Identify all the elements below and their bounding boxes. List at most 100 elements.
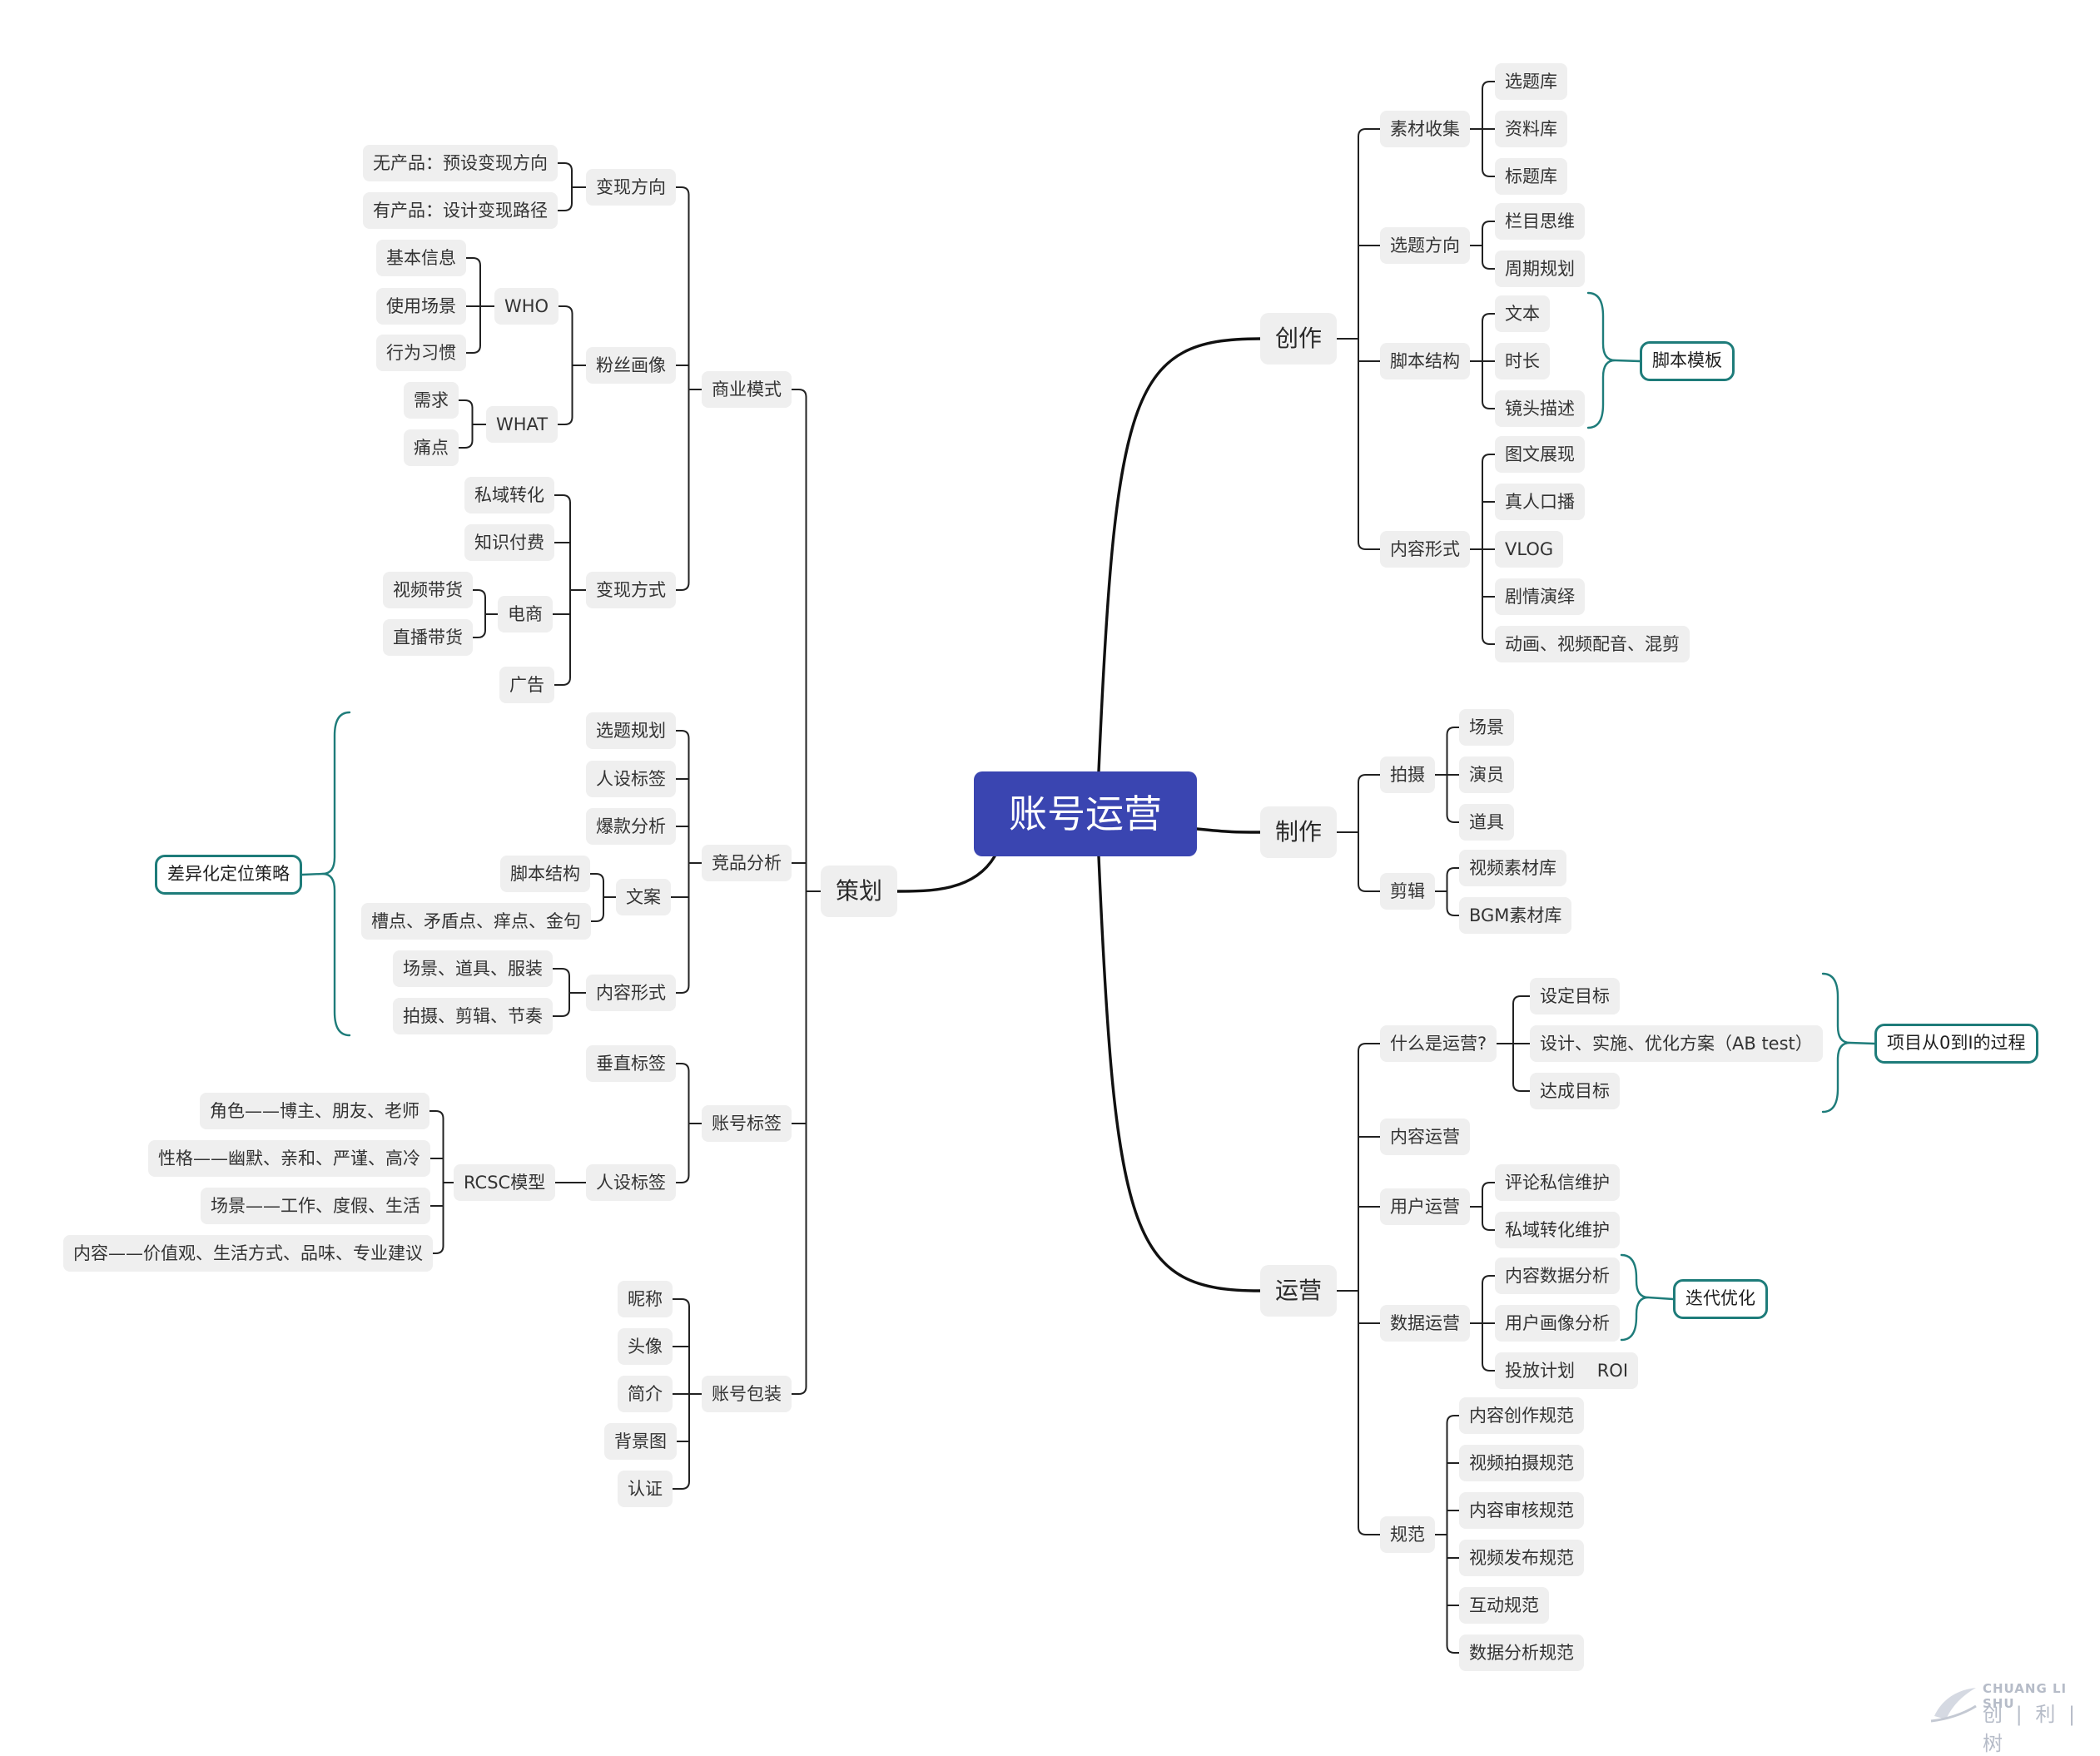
scene-props-node[interactable]: 场景、道具、服装 [393,950,553,987]
scene-item-node[interactable]: 场景 [1459,709,1514,746]
basic-info-node[interactable]: 基本信息 [376,240,466,276]
private-maint-node[interactable]: 私域转化维护 [1495,1212,1620,1248]
hit-analysis-node[interactable]: 爆款分析 [586,808,676,845]
ad-plan-node[interactable]: 投放计划 ROI [1495,1352,1639,1389]
content-data-node[interactable]: 内容数据分析 [1495,1257,1620,1294]
iteration-summary[interactable]: 迭代优化 [1673,1279,1768,1319]
norm-review-node[interactable]: 内容审核规范 [1459,1492,1584,1529]
user-ops-node[interactable]: 用户运营 [1380,1188,1470,1225]
actor-node[interactable]: 演员 [1459,756,1514,793]
account-package-node[interactable]: 账号包装 [702,1376,792,1412]
animation-node[interactable]: 动画、视频配音、混剪 [1495,626,1690,662]
topic-planning-node[interactable]: 选题规划 [586,712,676,749]
column-node[interactable]: 栏目思维 [1495,203,1585,240]
content-form-node[interactable]: 内容形式 [586,975,676,1011]
bio-node[interactable]: 简介 [618,1376,673,1412]
background-node[interactable]: 背景图 [604,1423,677,1460]
usage-scene-node[interactable]: 使用场景 [376,288,466,325]
content-ops-node[interactable]: 内容运营 [1380,1119,1470,1155]
title-lib-node[interactable]: 标题库 [1495,158,1567,195]
norm-shoot-node[interactable]: 视频拍摄规范 [1459,1445,1584,1481]
account-tags-node[interactable]: 账号标签 [702,1105,792,1142]
business-model-node[interactable]: 商业模式 [702,371,792,408]
what-is-ops-node[interactable]: 什么是运营? [1380,1025,1497,1062]
design-node[interactable]: 设计、实施、优化方案（AB test） [1530,1025,1823,1062]
pain-points-node[interactable]: 槽点、矛盾点、痒点、金句 [361,903,591,940]
script-template-summary[interactable]: 脚本模板 [1640,341,1735,381]
data-ops-node[interactable]: 数据运营 [1380,1305,1470,1342]
branch-creation[interactable]: 创作 [1260,313,1338,365]
norm-create-node[interactable]: 内容创作规范 [1459,1397,1584,1434]
no-product-node[interactable]: 无产品：预设变现方向 [363,145,558,181]
role-node[interactable]: 角色——博主、朋友、老师 [200,1093,429,1129]
cycle-node[interactable]: 周期规划 [1495,251,1585,287]
monetize-direction-node[interactable]: 变现方向 [586,169,676,206]
verify-node[interactable]: 认证 [618,1471,673,1507]
text-node[interactable]: 文本 [1495,295,1550,332]
video-lib-node[interactable]: 视频素材库 [1459,850,1566,886]
fan-portrait-node[interactable]: 粉丝画像 [586,347,676,384]
monetize-method-node[interactable]: 变现方式 [586,572,676,608]
character-node[interactable]: 性格——幽默、亲和、严谨、高冷 [148,1140,430,1177]
video-sales-node[interactable]: 视频带货 [383,572,473,608]
creation-form-node[interactable]: 内容形式 [1380,531,1470,568]
root-node[interactable]: 账号运营 [974,771,1197,856]
connector-branch [1482,454,1496,463]
persona-tag-node[interactable]: 人设标签 [586,761,676,797]
nickname-node[interactable]: 昵称 [618,1281,673,1317]
branch-production[interactable]: 制作 [1260,806,1338,858]
project-summary[interactable]: 项目从0到I的过程 [1874,1024,2038,1064]
script-node[interactable]: 脚本结构 [1380,343,1470,379]
behavior-node[interactable]: 行为习惯 [376,335,466,371]
image-text-node[interactable]: 图文展现 [1495,436,1585,473]
topic-lib-node[interactable]: 选题库 [1495,63,1567,100]
differentiation-summary[interactable]: 差异化定位策略 [155,855,302,895]
editing-node[interactable]: 剪辑 [1380,873,1435,910]
comment-node[interactable]: 评论私信维护 [1495,1164,1620,1201]
topic-direction-node[interactable]: 选题方向 [1380,227,1470,264]
set-goal-node[interactable]: 设定目标 [1530,978,1620,1014]
shoot-edit-node[interactable]: 拍摄、剪辑、节奏 [393,998,553,1034]
vertical-tag-node[interactable]: 垂直标签 [586,1045,676,1082]
shot-node[interactable]: 镜头描述 [1495,390,1585,427]
reach-goal-node[interactable]: 达成目标 [1530,1073,1620,1109]
norm-data-node[interactable]: 数据分析规范 [1459,1634,1584,1671]
avatar-node[interactable]: 头像 [618,1328,673,1365]
connector-branch [472,629,486,638]
ads-node[interactable]: 广告 [499,667,554,703]
persona-label-node[interactable]: 人设标签 [586,1164,676,1201]
live-sales-node[interactable]: 直播带货 [383,619,473,656]
competitor-analysis-node[interactable]: 竞品分析 [702,845,792,881]
branch-planning[interactable]: 策划 [821,866,898,917]
what-node[interactable]: WHAT [486,406,559,443]
vlog-node[interactable]: VLOG [1495,531,1564,568]
norm-interact-node[interactable]: 互动规范 [1459,1587,1549,1624]
norm-publish-node[interactable]: 视频发布规范 [1459,1540,1584,1576]
props-node[interactable]: 道具 [1459,804,1514,841]
shooting-node[interactable]: 拍摄 [1380,756,1435,793]
talking-node[interactable]: 真人口播 [1495,484,1585,520]
rcsc-node[interactable]: RCSC模型 [454,1164,556,1201]
need-node[interactable]: 需求 [404,382,459,419]
copy-node[interactable]: 文案 [616,879,671,915]
private-domain-node[interactable]: 私域转化 [464,477,554,513]
branch-operation[interactable]: 运营 [1260,1265,1338,1317]
knowledge-pay-node[interactable]: 知识付费 [464,524,554,561]
connector-branch [1482,260,1496,270]
content-node[interactable]: 内容——价值观、生活方式、品味、专业建议 [63,1235,433,1272]
pain-node[interactable]: 痛点 [404,429,459,466]
duration-node[interactable]: 时长 [1495,343,1550,379]
norms-node[interactable]: 规范 [1380,1516,1435,1553]
who-node[interactable]: WHO [494,288,559,325]
scene-node[interactable]: 场景——工作、度假、生活 [201,1188,430,1224]
drama-node[interactable]: 剧情演绎 [1495,578,1585,615]
connector-branch [590,913,604,922]
has-product-node[interactable]: 有产品：设计变现路径 [363,192,558,229]
data-lib-node[interactable]: 资料库 [1495,111,1567,147]
connector-branch [1512,1083,1531,1092]
bgm-lib-node[interactable]: BGM素材库 [1459,897,1572,934]
ecommerce-node[interactable]: 电商 [498,596,553,632]
user-portrait-node[interactable]: 用户画像分析 [1495,1305,1620,1342]
material-node[interactable]: 素材收集 [1380,111,1470,147]
script-structure-node[interactable]: 脚本结构 [500,856,590,892]
